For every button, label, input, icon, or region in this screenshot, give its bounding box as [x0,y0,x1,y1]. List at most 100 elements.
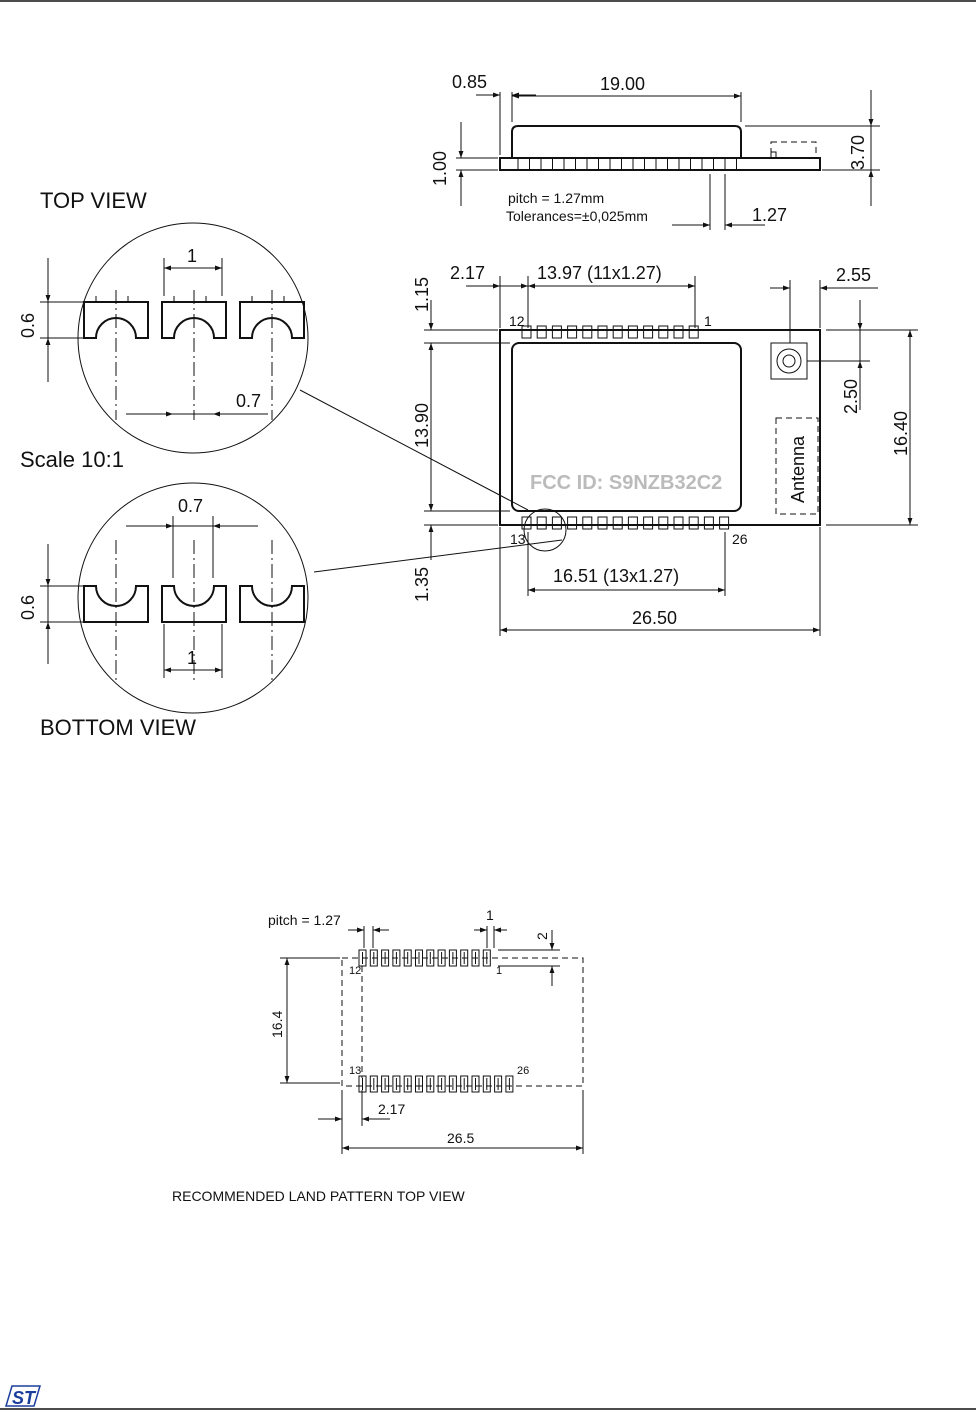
lp-dim-pad-width: 1 [486,907,494,923]
lp-dim-pad-length: 2 [534,932,550,940]
module-dim-left-offset: 2.17 [450,263,485,283]
lp-bottom-pad [426,1075,435,1093]
module-bottom-pad [703,516,714,530]
module-pin-1: 1 [704,313,712,329]
module-pin-12: 12 [509,313,525,329]
lp-top-pad [471,949,480,967]
lp-top-pad [369,949,378,967]
lp-dim-offset: 2.17 [378,1101,405,1117]
scale-label: Scale 10:1 [20,447,124,472]
lp-pitch-label: pitch = 1.27 [268,912,341,928]
lp-bottom-pad [369,1075,378,1093]
lp-pin-26: 26 [517,1065,529,1077]
lp-bottom-pad [381,1075,390,1093]
bottom-view-title: BOTTOM VIEW [40,715,196,740]
module-top-pad [627,325,638,339]
module-top-pad [658,325,669,339]
lp-bottom-pad [482,1075,491,1093]
module-bottom-pad [688,516,699,530]
side-dim-pcb-thickness: 1.00 [430,151,450,186]
lp-pin-13: 13 [349,1065,361,1077]
module-pin-13: 13 [510,531,526,547]
module-bottom-pad [582,516,593,530]
lp-bottom-pad [448,1075,457,1093]
side-dim-height: 3.70 [848,135,868,170]
module-dim-total-width: 26.50 [632,608,677,628]
lp-bottom-pad [494,1075,503,1093]
top-dim-height: 0.6 [18,313,38,338]
lp-bottom-pad [415,1075,423,1093]
module-bottom-pad [612,516,623,530]
module-bottom-pad [597,516,608,530]
module-bottom-pad [536,516,547,530]
top-dim-pitch: 1 [187,246,197,266]
st-logo: ST [4,1385,42,1408]
module-bottom-pad [719,516,730,530]
bottom-dim-width: 0.7 [178,496,203,516]
module-top-pad [536,325,547,339]
lp-pin-12: 12 [349,965,361,977]
lp-top-pad [358,949,367,967]
module-dim-right-offset: 2.55 [836,265,871,285]
module-dim-bottom-pins: 16.51 (13x1.27) [553,566,679,586]
module-bottom-pad [658,516,669,530]
lp-top-pad [381,949,390,967]
lp-top-pad [403,949,412,967]
lp-top-pad [482,949,491,967]
side-pitch-note: pitch = 1.27mm [508,190,604,206]
module-antenna-label: Antenna [788,435,808,503]
module-top-pad [643,325,654,339]
lp-bottom-pad [505,1075,514,1093]
module-top-pad [582,325,593,339]
lp-bottom-pad [403,1075,412,1093]
module-dim-inner-height: 13.90 [412,403,432,448]
module-bottom-pad [567,516,578,530]
module-bottom-pad [521,516,532,530]
lp-bottom-pad [460,1075,469,1093]
side-dim-length: 19.00 [600,74,645,94]
module-top-pad [521,325,532,339]
module-dim-connector-offset: 2.50 [841,379,861,414]
lp-bottom-pad [471,1075,480,1093]
lp-top-pad [415,949,423,967]
lp-top-pad [460,949,469,967]
top-view-title: TOP VIEW [40,188,147,213]
module-bottom-pad [551,516,562,530]
lp-caption: RECOMMENDED LAND PATTERN TOP VIEW [172,1188,466,1204]
module-top-pad [612,325,623,339]
module-fcc-id: FCC ID: S9NZB32C2 [530,472,722,494]
bottom-view-detail [40,482,563,714]
land-pattern-view [280,926,584,1154]
module-top-pad [688,325,699,339]
module-dim-bottom-margin: 1.35 [412,567,432,602]
module-dim-total-height: 16.40 [891,411,911,456]
module-dim-top-margin: 1.15 [412,277,432,312]
side-view: 0.85 19.00 3.70 1.00 pitch = 1.27mm Tole… [430,72,880,230]
lp-dim-height: 16.4 [269,1011,285,1038]
lp-top-pad [392,949,401,967]
lp-bottom-pad [437,1075,446,1093]
module-bottom-pad [627,516,638,530]
module-top-pad [551,325,562,339]
module-top-pad [597,325,608,339]
module-dim-top-pins: 13.97 (11x1.27) [537,263,662,283]
module-bottom-pad [673,516,684,530]
lp-top-pad [448,949,457,967]
lp-top-pad [426,949,435,967]
module-top-pad [673,325,684,339]
module-pin-26: 26 [732,531,748,547]
top-view-detail [40,222,529,511]
bottom-dim-height: 0.6 [18,595,38,620]
lp-top-pad [437,949,446,967]
lp-bottom-pad [392,1075,401,1093]
st-logo-text: ST [12,1388,37,1408]
side-dim-offset: 0.85 [452,72,487,92]
module-bottom-pad [643,516,654,530]
lp-pin-1: 1 [496,965,502,977]
lp-dim-width: 26.5 [447,1130,474,1146]
top-dim-width: 0.7 [236,391,261,411]
module-top-pad [567,325,578,339]
side-tolerance-note: Tolerances=±0,025mm [506,208,648,224]
side-dim-pitch: 1.27 [752,205,787,225]
